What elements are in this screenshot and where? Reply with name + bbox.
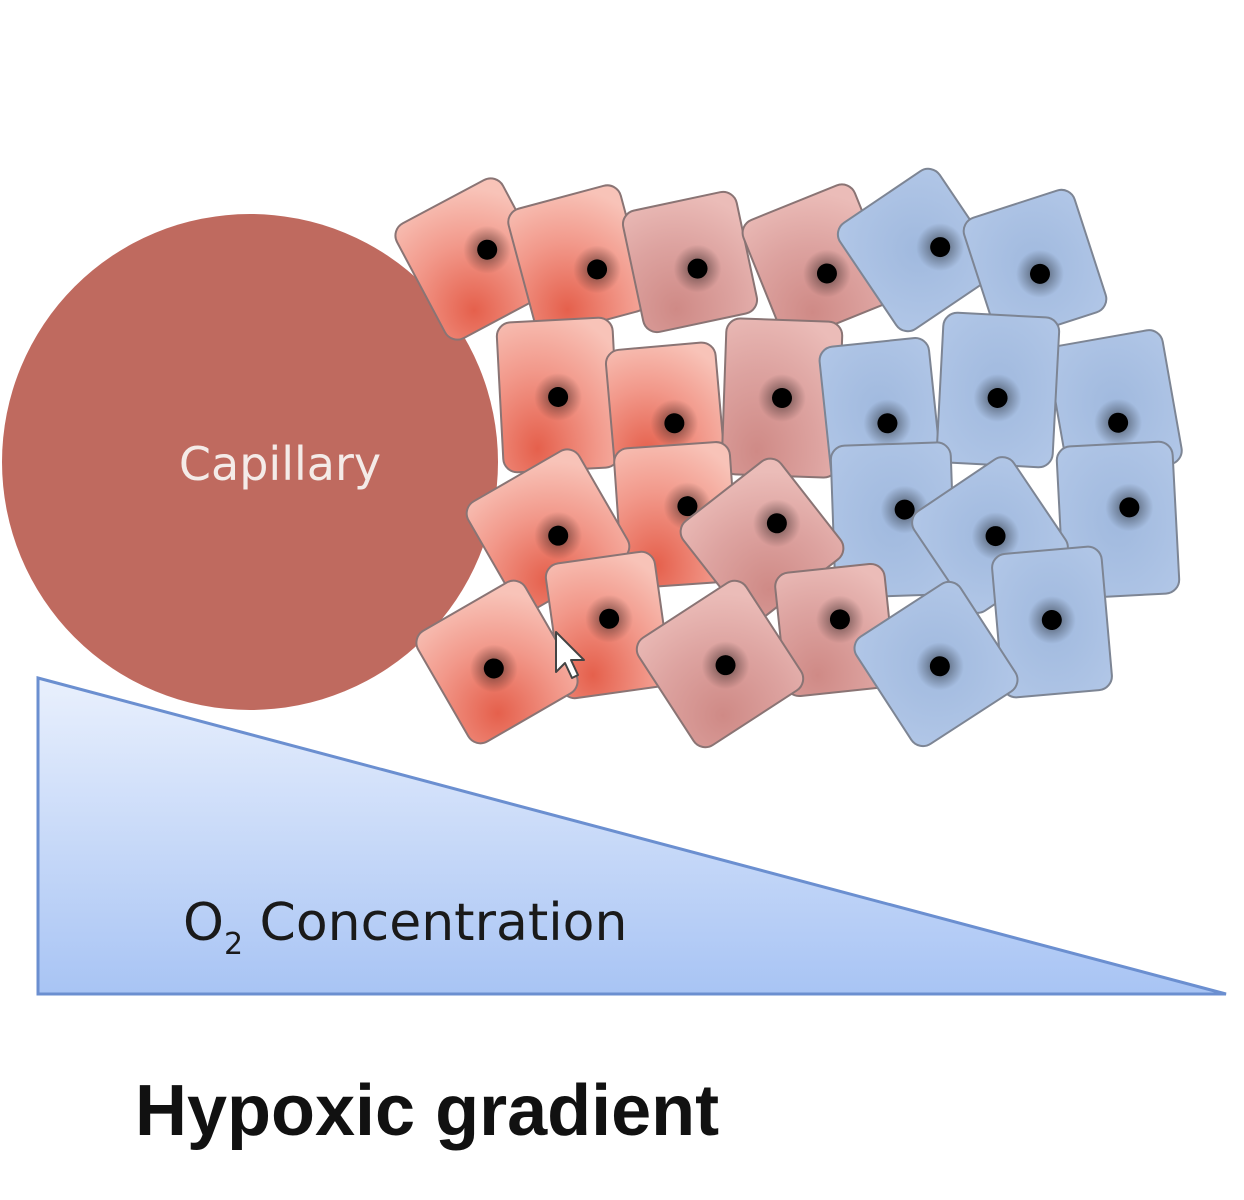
cell	[621, 190, 759, 334]
cell	[991, 545, 1113, 699]
cell	[415, 579, 579, 745]
cell	[544, 550, 672, 700]
capillary: Capillary	[2, 214, 498, 710]
cell	[962, 188, 1108, 342]
cell	[635, 579, 805, 749]
cell	[836, 167, 1000, 333]
o2-gradient-wedge: O2 Concentration	[36, 676, 1227, 996]
o2-base-text: O	[183, 893, 224, 953]
cell	[720, 317, 844, 479]
capillary-circle	[2, 214, 498, 710]
cell	[853, 580, 1019, 748]
arrow-cursor-icon	[555, 631, 585, 679]
o2-concentration-label: O2 Concentration	[183, 893, 627, 962]
cell	[604, 341, 726, 475]
gradient-triangle	[36, 676, 1227, 996]
cell-cluster	[394, 167, 1183, 749]
cell	[507, 184, 649, 336]
capillary-label: Capillary	[179, 437, 381, 491]
cell	[935, 311, 1061, 469]
diagram-title: Hypoxic gradient	[135, 1071, 719, 1151]
cell	[495, 316, 621, 474]
o2-rest-text: Concentration	[243, 893, 627, 953]
o2-subscript-text: 2	[224, 927, 243, 962]
